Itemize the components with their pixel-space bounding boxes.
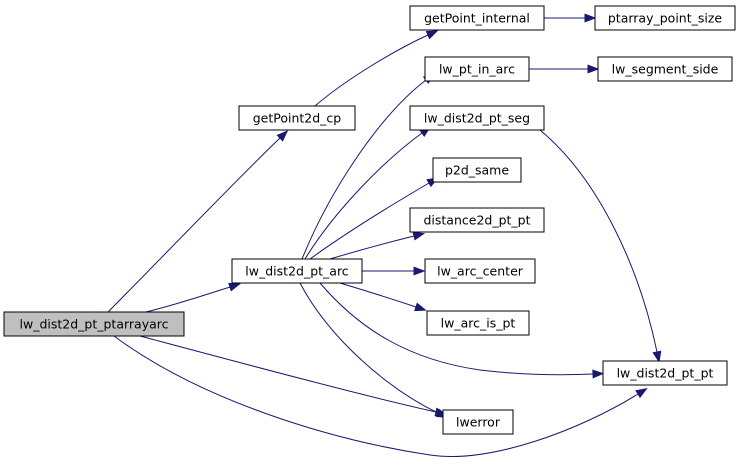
call-graph-nodes: lw_dist2d_pt_ptarrayarc getPoint2d_cp lw_d…: [3, 5, 736, 435]
node-label: getPoint2d_cp: [253, 111, 342, 126]
node-label: ptarray_point_size: [608, 11, 723, 26]
node-getPoint_internal[interactable]: getPoint_internal: [409, 5, 545, 31]
node-box[interactable]: [597, 56, 733, 82]
edge-lw_dist2d_pt_arc-to-lw_arc_center: [362, 266, 426, 276]
edge-arrowhead: [584, 13, 597, 23]
edge-line: [113, 335, 639, 457]
edge-line: [107, 137, 281, 313]
edge-lw_dist2d_pt_ptarrayarc-to-lw_dist2d_pt_arc: [145, 282, 241, 313]
edge-getPoint_internal-to-ptarray_point_size: [544, 13, 597, 23]
node-label: lw_dist2d_pt_ptarrayarc: [20, 317, 169, 332]
node-box[interactable]: [409, 207, 545, 233]
edge-lw_dist2d_pt_ptarrayarc-to-lw_dist2d_pt_pt: [113, 335, 648, 457]
node-p2d_same[interactable]: p2d_same: [432, 157, 522, 183]
edge-arrowhead: [413, 266, 426, 276]
node-lw_segment_side[interactable]: lw_segment_side: [597, 56, 733, 82]
edge-arrowhead: [592, 369, 605, 379]
edge-line: [539, 129, 658, 353]
edge-arrowhead: [276, 130, 289, 142]
node-label: distance2d_pt_pt: [423, 213, 530, 228]
node-box[interactable]: [409, 105, 545, 131]
node-label: lw_pt_in_arc: [439, 62, 515, 77]
edge-line: [319, 282, 594, 376]
edge-getPoint2d_cp-to-getPoint_internal: [314, 30, 439, 107]
edge-lw_dist2d_pt_ptarrayarc-to-getPoint2d_cp: [107, 130, 289, 313]
edge-lw_dist2d_pt_seg-to-lw_dist2d_pt_pt: [539, 129, 662, 364]
node-box[interactable]: [238, 105, 356, 131]
node-lw_pt_in_arc[interactable]: lw_pt_in_arc: [424, 56, 530, 82]
edge-arrowhead: [412, 231, 426, 241]
edge-line: [139, 335, 437, 413]
node-label: getPoint_internal: [424, 11, 530, 26]
edge-arrowhead: [635, 387, 648, 399]
node-label: lw_segment_side: [612, 62, 719, 77]
edge-arrowhead: [414, 302, 427, 312]
node-label: lw_arc_is_pt: [441, 316, 516, 331]
node-box[interactable]: [3, 311, 185, 337]
edge-lw_dist2d_pt_arc-to-lw_arc_is_pt: [339, 282, 427, 312]
node-box[interactable]: [602, 360, 728, 386]
node-lw_arc_center[interactable]: lw_arc_center: [424, 258, 536, 284]
node-lw_dist2d_pt_pt[interactable]: lw_dist2d_pt_pt: [602, 360, 728, 386]
node-box[interactable]: [424, 258, 536, 284]
node-box[interactable]: [594, 5, 736, 31]
node-lw_arc_is_pt[interactable]: lw_arc_is_pt: [426, 310, 530, 336]
node-ptarray_point_size[interactable]: ptarray_point_size: [594, 5, 736, 31]
edge-line: [329, 235, 415, 260]
node-box[interactable]: [442, 409, 514, 435]
edge-line: [301, 79, 427, 260]
node-box[interactable]: [424, 56, 530, 82]
node-lw_dist2d_pt_seg[interactable]: lw_dist2d_pt_seg: [409, 105, 545, 131]
edge-arrowhead: [228, 282, 241, 292]
edge-line: [299, 282, 439, 414]
node-box[interactable]: [231, 258, 363, 284]
node-box[interactable]: [409, 5, 545, 31]
edge-arrowhead: [425, 30, 439, 40]
edge-arrowhead: [587, 64, 600, 74]
edge-lw_dist2d_pt_arc-to-lw_dist2d_pt_pt: [319, 282, 605, 379]
node-lwerror[interactable]: lwerror: [442, 409, 514, 435]
node-lw_dist2d_pt_ptarrayarc[interactable]: lw_dist2d_pt_ptarrayarc: [3, 311, 185, 337]
edge-arrowhead: [652, 350, 662, 364]
node-getPoint2d_cp[interactable]: getPoint2d_cp: [238, 105, 356, 131]
node-label: lw_dist2d_pt_pt: [617, 366, 714, 381]
node-label: p2d_same: [445, 163, 509, 178]
node-label: lw_dist2d_pt_arc: [245, 264, 349, 279]
node-label: lw_dist2d_pt_seg: [424, 111, 530, 126]
node-label: lw_arc_center: [437, 264, 524, 279]
edge-line: [339, 282, 417, 308]
node-label: lwerror: [456, 415, 501, 430]
call-graph-edges: [107, 13, 662, 457]
edge-line: [145, 286, 231, 313]
node-distance2d_pt_pt[interactable]: distance2d_pt_pt: [409, 207, 545, 233]
edge-line: [309, 182, 430, 260]
edge-line: [304, 132, 423, 260]
node-lw_dist2d_pt_arc[interactable]: lw_dist2d_pt_arc: [231, 258, 363, 284]
edge-lw_pt_in_arc-to-lw_segment_side: [529, 64, 600, 74]
edge-lw_dist2d_pt_arc-to-distance2d_pt_pt: [329, 231, 426, 260]
node-box[interactable]: [426, 310, 530, 336]
node-box[interactable]: [432, 157, 522, 183]
edge-line: [314, 34, 429, 107]
edge-lw_dist2d_pt_ptarrayarc-to-lwerror: [139, 335, 448, 417]
